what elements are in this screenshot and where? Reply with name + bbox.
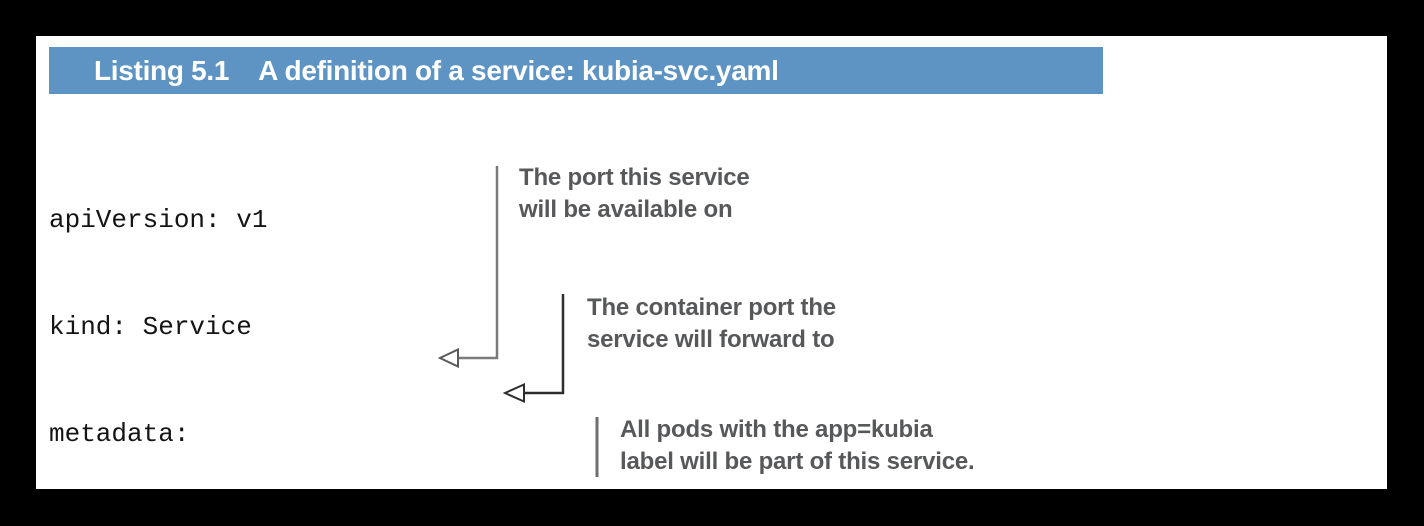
callout-arrow-port-icon [437, 166, 499, 369]
annotation-target-port: The container port the service will forw… [587, 292, 836, 356]
listing-header-bar: Listing 5.1 A definition of a service: k… [49, 47, 1103, 94]
code-line: metadata: [49, 419, 190, 450]
annotation-line: service will forward to [587, 326, 835, 353]
listing-number: Listing 5.1 [94, 54, 230, 86]
code-line: apiVersion: v1 [49, 204, 268, 235]
listing-figure: Listing 5.1 A definition of a service: k… [36, 36, 1387, 489]
code-line: kind: Service [49, 311, 252, 342]
annotation-line: The container port the [587, 294, 836, 321]
annotation-selector: All pods with the app=kubia label will b… [620, 414, 975, 478]
annotation-line: The port this service [519, 164, 750, 191]
listing-title: A definition of a service: kubia-svc.yam… [258, 54, 779, 86]
annotation-port: The port this service will be available … [519, 162, 750, 226]
annotation-line: label will be part of this service. [620, 448, 975, 475]
annotation-line: All pods with the app=kubia [620, 416, 933, 443]
annotation-line: will be available on [519, 196, 733, 223]
yaml-code-block: apiVersion: v1 kind: Service metadata: n… [49, 131, 361, 526]
callout-arrow-targetport-icon [502, 294, 565, 404]
